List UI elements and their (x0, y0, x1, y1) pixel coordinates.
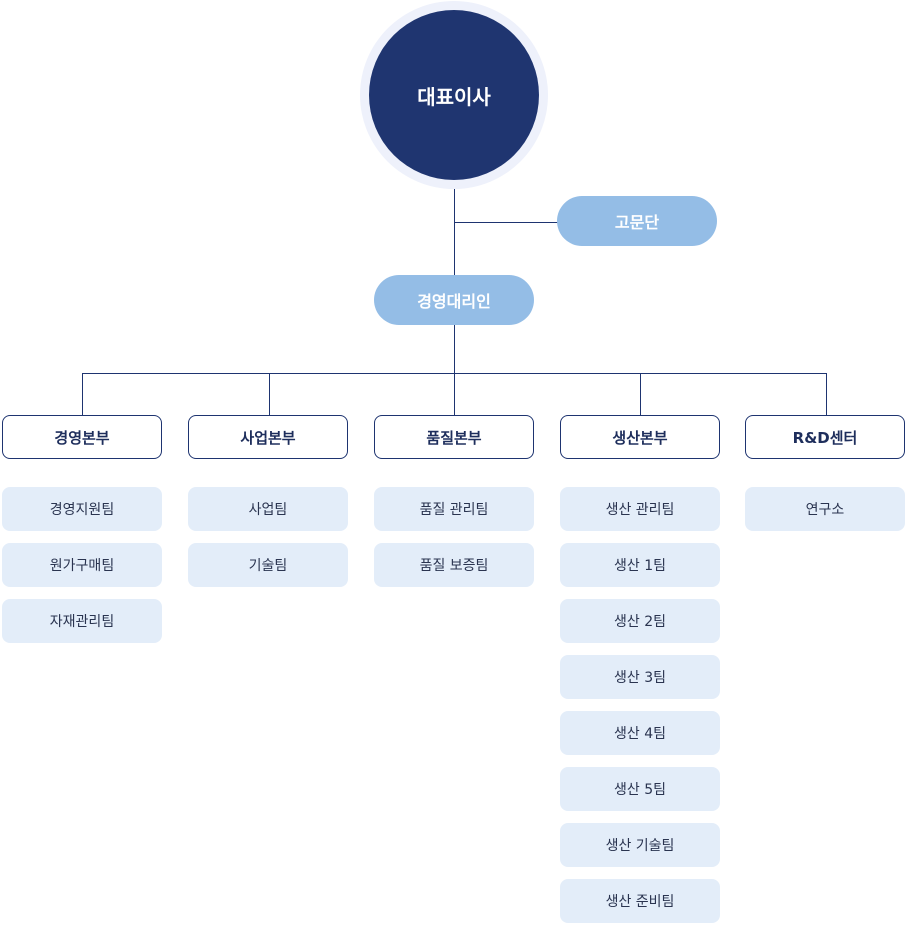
team-item[interactable]: 생산 2팀 (560, 599, 720, 643)
deputy-label: 경영대리인 (417, 292, 491, 311)
connector-division-1 (82, 373, 83, 415)
ceo-node[interactable]: 대표이사 (369, 10, 539, 180)
team-label: 품질 관리팀 (419, 502, 489, 518)
division-business[interactable]: 사업본부 (188, 415, 348, 459)
team-item[interactable]: 생산 1팀 (560, 543, 720, 587)
team-label: 사업팀 (248, 502, 288, 518)
division-label: R&D센터 (792, 428, 858, 447)
team-label: 생산 기술팀 (605, 838, 675, 854)
division-management[interactable]: 경영본부 (2, 415, 162, 459)
team-item[interactable]: 기술팀 (188, 543, 348, 587)
division-label: 품질본부 (426, 428, 482, 447)
team-item[interactable]: 생산 4팀 (560, 711, 720, 755)
team-item[interactable]: 생산 5팀 (560, 767, 720, 811)
team-label: 생산 4팀 (614, 726, 666, 742)
connector-ceo-to-deputy (454, 185, 455, 275)
division-label: 경영본부 (54, 428, 110, 447)
division-label: 생산본부 (612, 428, 668, 447)
team-label: 생산 관리팀 (605, 502, 675, 518)
team-item[interactable]: 생산 관리팀 (560, 487, 720, 531)
team-label: 경영지원팀 (49, 502, 115, 518)
deputy-node[interactable]: 경영대리인 (374, 275, 534, 325)
team-label: 연구소 (805, 502, 845, 518)
advisory-node[interactable]: 고문단 (557, 196, 717, 246)
division-quality[interactable]: 품질본부 (374, 415, 534, 459)
connector-division-5 (826, 373, 827, 415)
division-label: 사업본부 (240, 428, 296, 447)
team-label: 기술팀 (248, 558, 288, 574)
team-label: 원가구매팀 (49, 558, 115, 574)
division-production[interactable]: 생산본부 (560, 415, 720, 459)
connector-division-4 (640, 373, 641, 415)
team-item[interactable]: 생산 기술팀 (560, 823, 720, 867)
team-label: 생산 3팀 (614, 670, 666, 686)
connector-to-advisory (454, 222, 558, 223)
connector-division-2 (269, 373, 270, 415)
connector-deputy-to-bus (454, 324, 455, 374)
team-label: 생산 5팀 (614, 782, 666, 798)
team-item[interactable]: 품질 보증팀 (374, 543, 534, 587)
team-label: 생산 2팀 (614, 614, 666, 630)
team-label: 생산 1팀 (614, 558, 666, 574)
advisory-label: 고문단 (614, 213, 660, 232)
team-item[interactable]: 품질 관리팀 (374, 487, 534, 531)
team-item[interactable]: 생산 3팀 (560, 655, 720, 699)
team-label: 생산 준비팀 (605, 894, 675, 910)
team-item[interactable]: 연구소 (745, 487, 905, 531)
ceo-label: 대표이사 (417, 84, 491, 109)
team-label: 품질 보증팀 (419, 558, 489, 574)
connector-division-3 (454, 373, 455, 415)
team-item[interactable]: 경영지원팀 (2, 487, 162, 531)
team-item[interactable]: 사업팀 (188, 487, 348, 531)
team-item[interactable]: 원가구매팀 (2, 543, 162, 587)
team-item[interactable]: 생산 준비팀 (560, 879, 720, 923)
division-rnd[interactable]: R&D센터 (745, 415, 905, 459)
team-label: 자재관리팀 (49, 614, 115, 630)
team-item[interactable]: 자재관리팀 (2, 599, 162, 643)
